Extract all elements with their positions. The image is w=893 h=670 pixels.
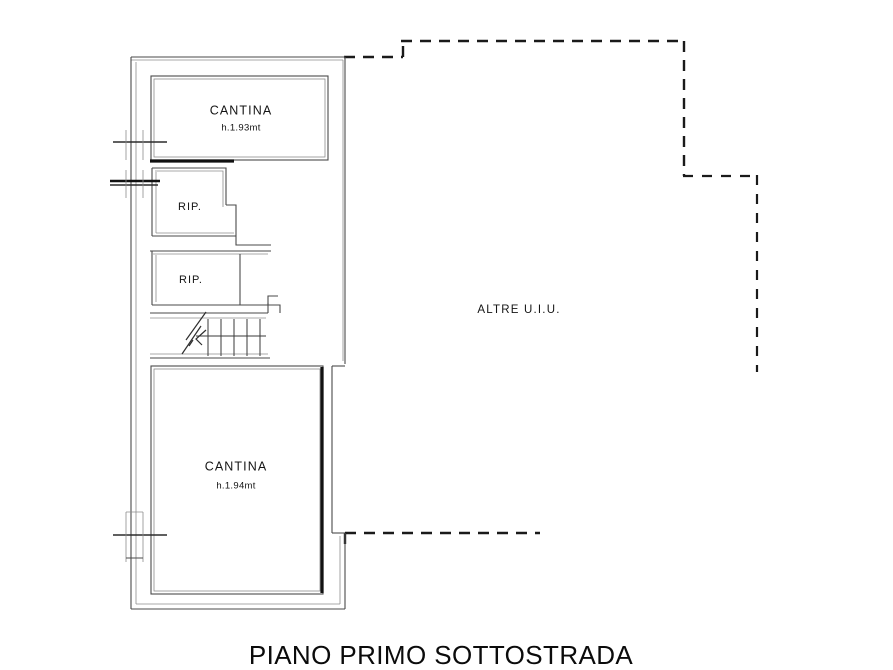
window-lower-1 xyxy=(113,511,167,562)
stair-break-tick xyxy=(188,339,194,347)
room-label-cantina-upper: CANTINA xyxy=(210,103,273,117)
staircase xyxy=(150,303,281,359)
wall-rip-lower-bottom-jog xyxy=(239,295,278,306)
room-cantina-upper-outline-inner xyxy=(153,78,326,158)
room-cantina-upper-outline xyxy=(150,75,329,161)
wall-rip-upper-right xyxy=(226,204,237,236)
room-label-rip-lower: RIP. xyxy=(179,274,203,286)
wall-rip-upper-inner xyxy=(152,167,227,205)
wall-rip-upper-inner-hair xyxy=(155,170,224,207)
room-cantina-lower-outline-inner xyxy=(153,368,321,592)
room-height-cantina-upper: h.1.93mt xyxy=(221,123,260,134)
area-label-altre-uiu: ALTRE U.I.U. xyxy=(477,304,560,316)
room-cantina-upper: CANTINA h.1.93mt xyxy=(150,75,329,161)
building-outer-walls xyxy=(130,56,346,610)
window-group-left xyxy=(110,130,167,562)
property-boundary-dashed xyxy=(343,39,759,548)
room-label-rip-upper: RIP. xyxy=(178,201,202,213)
room-label-cantina-lower: CANTINA xyxy=(205,459,268,473)
room-rip-upper: RIP. xyxy=(150,159,271,246)
stair-direction-arrow xyxy=(195,329,207,346)
room-cantina-lower: CANTINA h.1.94mt xyxy=(150,365,324,595)
window-upper-1 xyxy=(113,130,167,160)
page-title: PIANO PRIMO SOTTOSTRADA xyxy=(249,640,634,670)
window-upper-2 xyxy=(110,170,160,198)
stair-break-line-lower xyxy=(181,325,202,355)
area-altre-uiu: ALTRE U.I.U. xyxy=(477,304,560,316)
wall-rip-upper-bottom-jog xyxy=(235,236,271,246)
room-rip-lower: RIP. xyxy=(150,250,278,306)
stair-right-jog xyxy=(268,304,281,313)
stair-break-line-upper xyxy=(185,311,207,341)
room-height-cantina-lower: h.1.94mt xyxy=(216,481,255,492)
